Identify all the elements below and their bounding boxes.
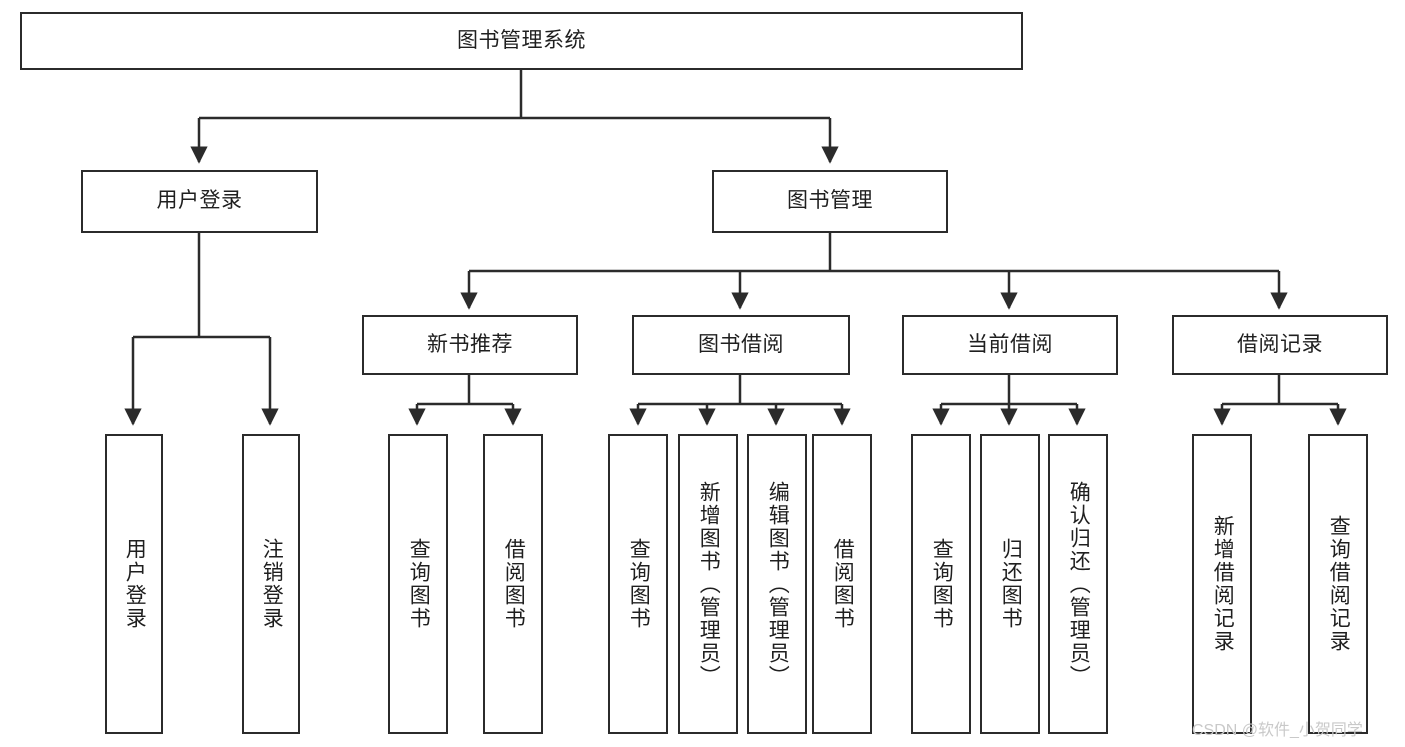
edge-currentborrow-to-leaves: [932, 375, 1086, 426]
leaf-confirm-return[interactable]: 确认归还（管理员）: [1048, 434, 1108, 734]
leaf-borrow-book-2-label: 借阅图书: [831, 538, 855, 630]
edge-newbook-to-leaves: [408, 375, 522, 426]
csdn-watermark: CSDN @软件_小贺同学: [1192, 722, 1363, 739]
node-new-book-recommend-label: 新书推荐: [427, 332, 513, 356]
leaf-query-book-2[interactable]: 查询图书: [608, 434, 668, 734]
node-book-borrow-label: 图书借阅: [698, 332, 784, 356]
node-current-borrow-label: 当前借阅: [967, 332, 1053, 356]
leaf-query-book-2-label: 查询图书: [627, 538, 651, 630]
leaf-user-login-label: 用户登录: [123, 538, 147, 630]
node-new-book-recommend[interactable]: 新书推荐: [362, 315, 578, 375]
node-borrow-record-label: 借阅记录: [1237, 332, 1323, 356]
leaf-borrow-book-1[interactable]: 借阅图书: [483, 434, 543, 734]
leaf-return-book[interactable]: 归还图书: [980, 434, 1040, 734]
node-root-label: 图书管理系统: [457, 28, 586, 52]
edge-borrowrecord-to-leaves: [1213, 375, 1347, 426]
leaf-query-record[interactable]: 查询借阅记录: [1308, 434, 1368, 734]
edge-root-to-level1: [190, 70, 839, 164]
node-root[interactable]: 图书管理系统: [20, 12, 1023, 70]
leaf-user-logout-label: 注销登录: [260, 538, 284, 630]
leaf-query-book-1-label: 查询图书: [407, 538, 431, 630]
leaf-add-record-label: 新增借阅记录: [1211, 515, 1235, 653]
node-book-manage-label: 图书管理: [787, 189, 873, 213]
leaf-return-book-label: 归还图书: [999, 538, 1023, 630]
edge-bookborrow-to-leaves: [629, 375, 851, 426]
leaf-confirm-return-label: 确认归还（管理员）: [1067, 480, 1091, 688]
leaf-add-record[interactable]: 新增借阅记录: [1192, 434, 1252, 734]
leaf-add-book-label: 新增图书（管理员）: [697, 480, 721, 688]
leaf-query-book-1[interactable]: 查询图书: [388, 434, 448, 734]
node-book-borrow[interactable]: 图书借阅: [632, 315, 850, 375]
leaf-query-book-3[interactable]: 查询图书: [911, 434, 971, 734]
leaf-query-book-3-label: 查询图书: [930, 538, 954, 630]
edge-userlogin-to-leaves: [124, 233, 279, 426]
leaf-borrow-book-1-label: 借阅图书: [502, 538, 526, 630]
leaf-user-logout[interactable]: 注销登录: [242, 434, 300, 734]
leaf-edit-book[interactable]: 编辑图书（管理员）: [747, 434, 807, 734]
leaf-borrow-book-2[interactable]: 借阅图书: [812, 434, 872, 734]
node-current-borrow[interactable]: 当前借阅: [902, 315, 1118, 375]
node-borrow-record[interactable]: 借阅记录: [1172, 315, 1388, 375]
node-user-login[interactable]: 用户登录: [81, 170, 318, 233]
node-book-manage[interactable]: 图书管理: [712, 170, 948, 233]
leaf-user-login[interactable]: 用户登录: [105, 434, 163, 734]
node-user-login-label: 用户登录: [156, 189, 243, 213]
leaf-add-book[interactable]: 新增图书（管理员）: [678, 434, 738, 734]
leaf-query-record-label: 查询借阅记录: [1327, 515, 1351, 653]
edge-bookmanage-to-level2: [460, 233, 1288, 310]
leaf-edit-book-label: 编辑图书（管理员）: [766, 480, 790, 688]
